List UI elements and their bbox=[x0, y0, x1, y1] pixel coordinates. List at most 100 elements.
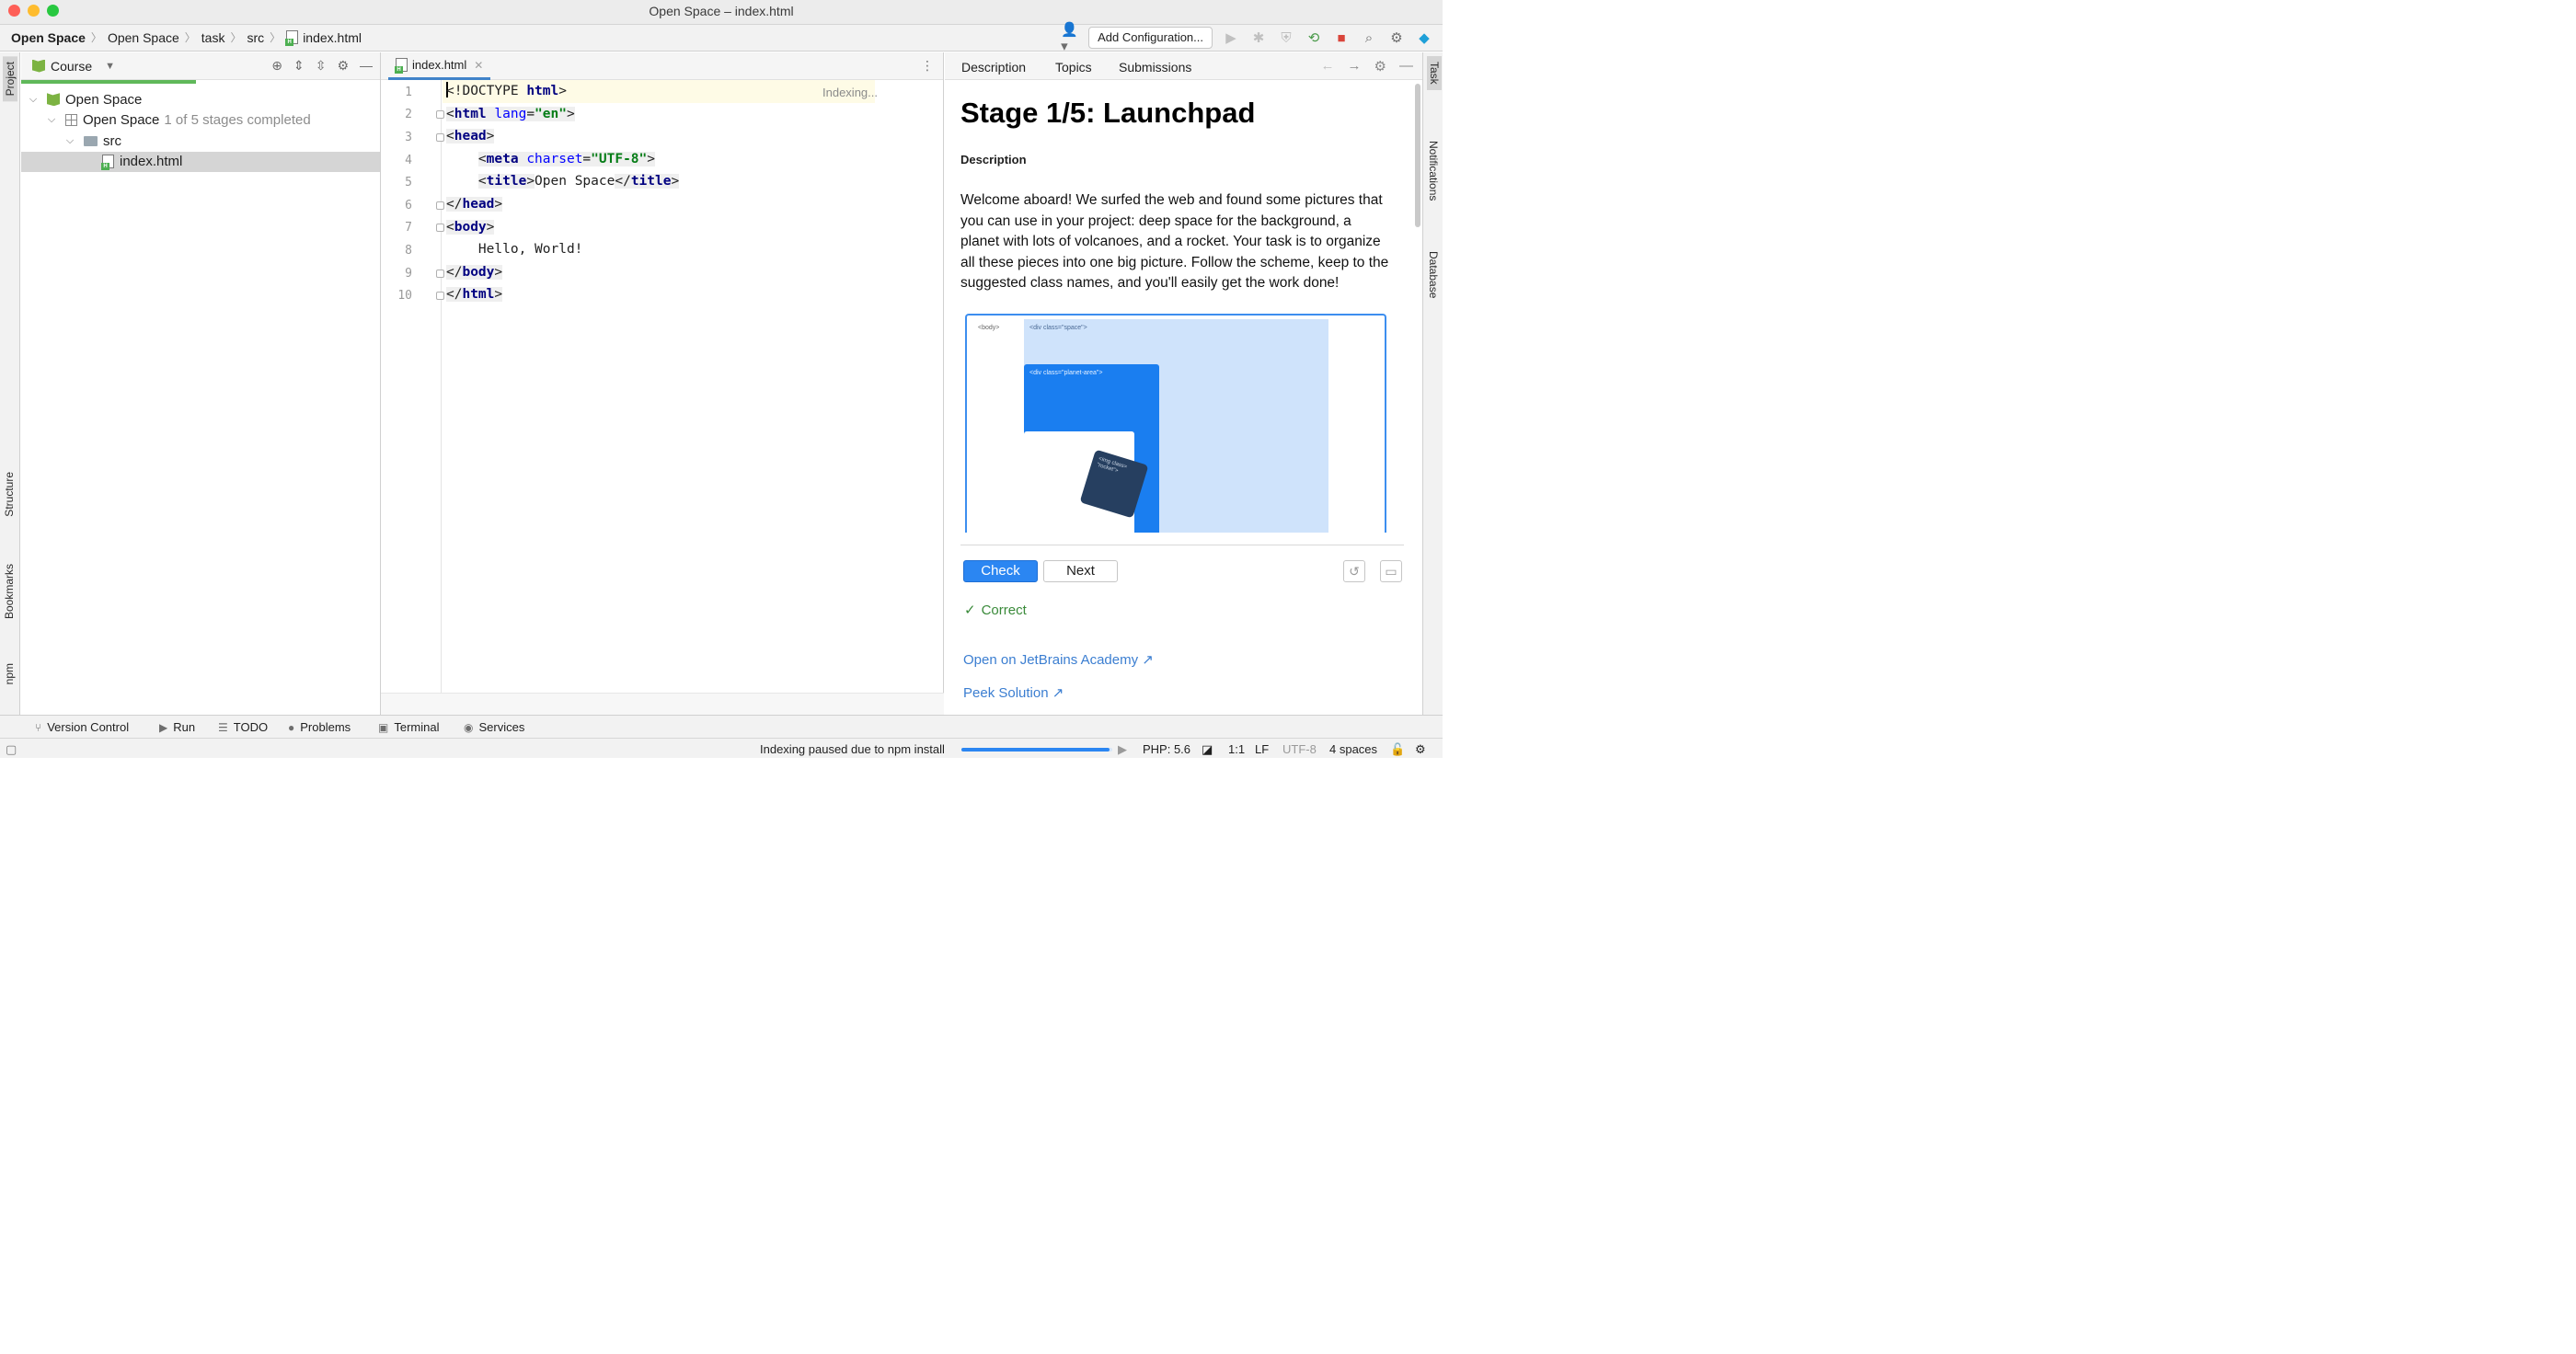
fold-marker-icon[interactable] bbox=[436, 270, 444, 278]
token: > bbox=[494, 287, 503, 303]
breadcrumb-lesson[interactable]: Open Space bbox=[107, 29, 179, 45]
toolbar: 👤▾ Add Configuration... ▶ ✱ ⛨ ⟲ ■ ⌕ ⚙ ◆ bbox=[1061, 22, 1433, 54]
token: </ bbox=[446, 287, 463, 303]
close-window-button[interactable] bbox=[8, 5, 20, 17]
code-editor: index.html ✕ ⋮ 1 2 3 4 5 6 7 8 9 10 <!DO… bbox=[381, 52, 944, 715]
next-button[interactable]: Next bbox=[1043, 560, 1118, 582]
html-file-icon bbox=[395, 58, 408, 74]
gear-icon[interactable]: ⚙ bbox=[337, 58, 349, 73]
search-icon[interactable]: ⌕ bbox=[1364, 29, 1374, 46]
vertical-scrollbar[interactable] bbox=[1415, 84, 1420, 227]
fold-marker-icon[interactable] bbox=[436, 133, 444, 142]
chevron-down-icon[interactable]: ⌵ bbox=[65, 134, 75, 146]
fold-marker-icon[interactable] bbox=[436, 110, 444, 119]
version-control-tool-button[interactable]: ⑂Version Control bbox=[35, 720, 129, 734]
indent-setting[interactable]: 4 spaces bbox=[1329, 742, 1378, 756]
file-encoding[interactable]: UTF-8 bbox=[1282, 742, 1317, 756]
services-tool-button[interactable]: ◉Services bbox=[464, 720, 524, 734]
peek-solution-link[interactable]: Peek Solution ↗ bbox=[963, 685, 1064, 701]
rerun-icon[interactable]: ⟲ bbox=[1307, 30, 1320, 46]
scheme-planet-label: <div class="planet-area"> bbox=[1029, 370, 1103, 376]
bookmarks-tool-button[interactable]: Bookmarks bbox=[3, 564, 16, 620]
reset-icon[interactable]: ↺ bbox=[1343, 560, 1365, 582]
breadcrumb-src[interactable]: src bbox=[247, 29, 265, 45]
doctype-token: <!DOCTYPE bbox=[446, 84, 527, 98]
indexing-progress-bar bbox=[961, 748, 1112, 752]
layout-icon[interactable]: ▢ bbox=[6, 742, 17, 756]
zoom-window-button[interactable] bbox=[47, 5, 59, 17]
tree-item-lesson[interactable]: ⌵ Open Space 1 of 5 stages completed bbox=[21, 110, 380, 132]
expand-all-icon[interactable]: ⇕ bbox=[293, 58, 305, 73]
window-title: Open Space – index.html bbox=[649, 4, 794, 18]
tab-topics[interactable]: Topics bbox=[1055, 60, 1092, 75]
tab-description[interactable]: Description bbox=[961, 60, 1027, 75]
minimize-window-button[interactable] bbox=[28, 5, 40, 17]
tree-item-course[interactable]: ⌵ Open Space bbox=[21, 89, 380, 110]
doctype-end-token: > bbox=[558, 84, 567, 98]
token: > bbox=[494, 197, 503, 212]
todo-tool-button[interactable]: ☰TODO bbox=[218, 720, 268, 734]
tree-item-index-html[interactable]: index.html bbox=[21, 151, 380, 172]
tree-item-src[interactable]: ⌵ src bbox=[21, 131, 380, 152]
code-line-8: Hello, World! bbox=[446, 238, 583, 261]
tree-item-label: index.html bbox=[120, 154, 183, 170]
fold-marker-icon[interactable] bbox=[436, 224, 444, 232]
status-bar: ▢ Indexing paused due to npm install ▶ P… bbox=[0, 738, 1443, 758]
breadcrumb-file[interactable]: index.html bbox=[303, 29, 362, 45]
stop-icon[interactable]: ■ bbox=[1337, 29, 1346, 46]
fold-marker-icon[interactable] bbox=[436, 201, 444, 210]
fold-marker-icon[interactable] bbox=[436, 292, 444, 300]
chevron-down-icon[interactable]: ▼ bbox=[105, 60, 116, 72]
notifications-tool-button[interactable]: Notifications bbox=[1427, 141, 1440, 201]
tab-submissions[interactable]: Submissions bbox=[1119, 60, 1192, 75]
hide-icon[interactable]: — bbox=[360, 58, 373, 73]
task-tool-button[interactable]: Task bbox=[1427, 56, 1442, 90]
user-icon[interactable]: 👤▾ bbox=[1061, 22, 1078, 54]
open-on-jetbrains-academy-link[interactable]: Open on JetBrains Academy ↗ bbox=[963, 652, 1154, 668]
token: > bbox=[494, 264, 503, 280]
arrow-right-icon[interactable]: → bbox=[1347, 58, 1362, 74]
close-icon[interactable]: ✕ bbox=[474, 58, 484, 72]
attr-token: charset bbox=[526, 151, 583, 166]
breadcrumb-task[interactable]: task bbox=[201, 29, 225, 45]
html-file-icon bbox=[101, 155, 114, 171]
jetbrains-logo-icon[interactable]: ◆ bbox=[1419, 30, 1430, 46]
add-configuration-button[interactable]: Add Configuration... bbox=[1088, 27, 1213, 49]
horizontal-scrollbar[interactable] bbox=[381, 693, 944, 715]
chevron-down-icon[interactable]: ⌵ bbox=[29, 93, 38, 105]
gear-icon[interactable]: ⚙ bbox=[1390, 30, 1403, 46]
more-vertical-icon[interactable]: ⋮ bbox=[921, 58, 934, 73]
hide-icon[interactable]: — bbox=[1399, 58, 1413, 74]
text-token: Open Space bbox=[535, 174, 615, 189]
run-tool-button[interactable]: ▶Run bbox=[159, 720, 195, 734]
debug-icon[interactable]: ✱ bbox=[1252, 30, 1265, 46]
line-separator[interactable]: LF bbox=[1255, 742, 1270, 756]
collapse-all-icon[interactable]: ⇳ bbox=[315, 58, 327, 73]
tab-index-html[interactable]: index.html ✕ bbox=[388, 52, 491, 80]
breadcrumb-project[interactable]: Open Space bbox=[11, 29, 86, 45]
folder-icon bbox=[84, 135, 98, 146]
lock-icon[interactable]: 🔓 bbox=[1390, 742, 1406, 756]
structure-tool-button[interactable]: Structure bbox=[3, 472, 16, 517]
arrow-left-icon[interactable]: ← bbox=[1320, 58, 1335, 74]
gear-icon[interactable]: ⚙ bbox=[1374, 59, 1386, 75]
coverage-icon[interactable]: ⛨ bbox=[1281, 29, 1292, 46]
resume-icon[interactable]: ▶ bbox=[1118, 742, 1127, 756]
breadcrumb: Open Space 〉 Open Space 〉 task 〉 src 〉 i… bbox=[11, 29, 362, 46]
readonly-toggle-icon[interactable]: ◪ bbox=[1202, 742, 1213, 756]
project-tool-button[interactable]: Project bbox=[3, 56, 17, 102]
npm-tool-button[interactable]: npm bbox=[3, 663, 16, 685]
run-icon[interactable]: ▶ bbox=[1225, 30, 1236, 46]
check-button[interactable]: Check bbox=[963, 560, 1038, 582]
caret-position[interactable]: 1:1 bbox=[1228, 742, 1246, 756]
locate-icon[interactable]: ⊕ bbox=[271, 58, 282, 73]
database-tool-button[interactable]: Database bbox=[1427, 251, 1440, 299]
php-version[interactable]: PHP: 5.6 bbox=[1143, 742, 1191, 756]
chevron-down-icon[interactable]: ⌵ bbox=[47, 114, 56, 126]
gear-icon[interactable]: ⚙ bbox=[1415, 742, 1426, 756]
token: </ bbox=[446, 197, 463, 212]
problems-tool-button[interactable]: ●Problems bbox=[288, 720, 351, 734]
terminal-tool-button[interactable]: ▣Terminal bbox=[378, 720, 439, 734]
project-view-selector[interactable]: Course bbox=[51, 58, 93, 74]
comment-icon[interactable]: ▭ bbox=[1380, 560, 1402, 582]
